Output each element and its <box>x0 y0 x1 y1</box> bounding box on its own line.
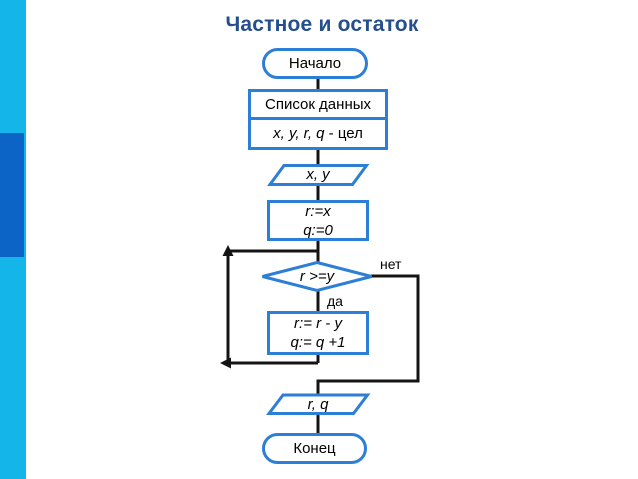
init-line1: r:=x <box>305 202 331 220</box>
input-parallelogram-shape <box>267 164 370 186</box>
data-list-process: Список данных <box>248 89 388 120</box>
branch-label-no: нет <box>380 256 402 272</box>
init-process: r:=x q:=0 <box>267 200 369 241</box>
slide-title: Частное и остаток <box>225 13 419 36</box>
body-line2: q:= q +1 <box>290 334 346 351</box>
condition-label: r >=y <box>299 267 335 285</box>
loop-body-process: r:= r - y q:= q +1 <box>267 311 369 355</box>
data-list-label: Список данных <box>264 96 372 113</box>
branch-no-line <box>316 274 420 396</box>
decision-diamond-shape <box>262 260 372 293</box>
branch-label-yes: да <box>327 293 343 309</box>
declaration-suffix: - цел <box>324 125 363 142</box>
sidebar-accent-block <box>0 133 24 257</box>
output-label: r, q <box>307 395 329 413</box>
start-terminator: Начало <box>262 48 368 79</box>
output-parallelogram-shape <box>265 393 371 415</box>
init-line2: q:=0 <box>303 221 333 239</box>
input-label: x, y <box>306 166 330 183</box>
start-label: Начало <box>288 55 342 72</box>
arrowhead-left-icon <box>220 357 231 369</box>
end-terminator: Конец <box>262 433 367 464</box>
end-label: Конец <box>293 440 336 457</box>
arrowhead-up-icon <box>222 245 234 256</box>
body-line1: r:= r - y <box>294 315 342 332</box>
declaration-process: x, y, r, q - цел <box>248 117 388 150</box>
declaration-vars: x, y, r, q <box>273 125 325 142</box>
